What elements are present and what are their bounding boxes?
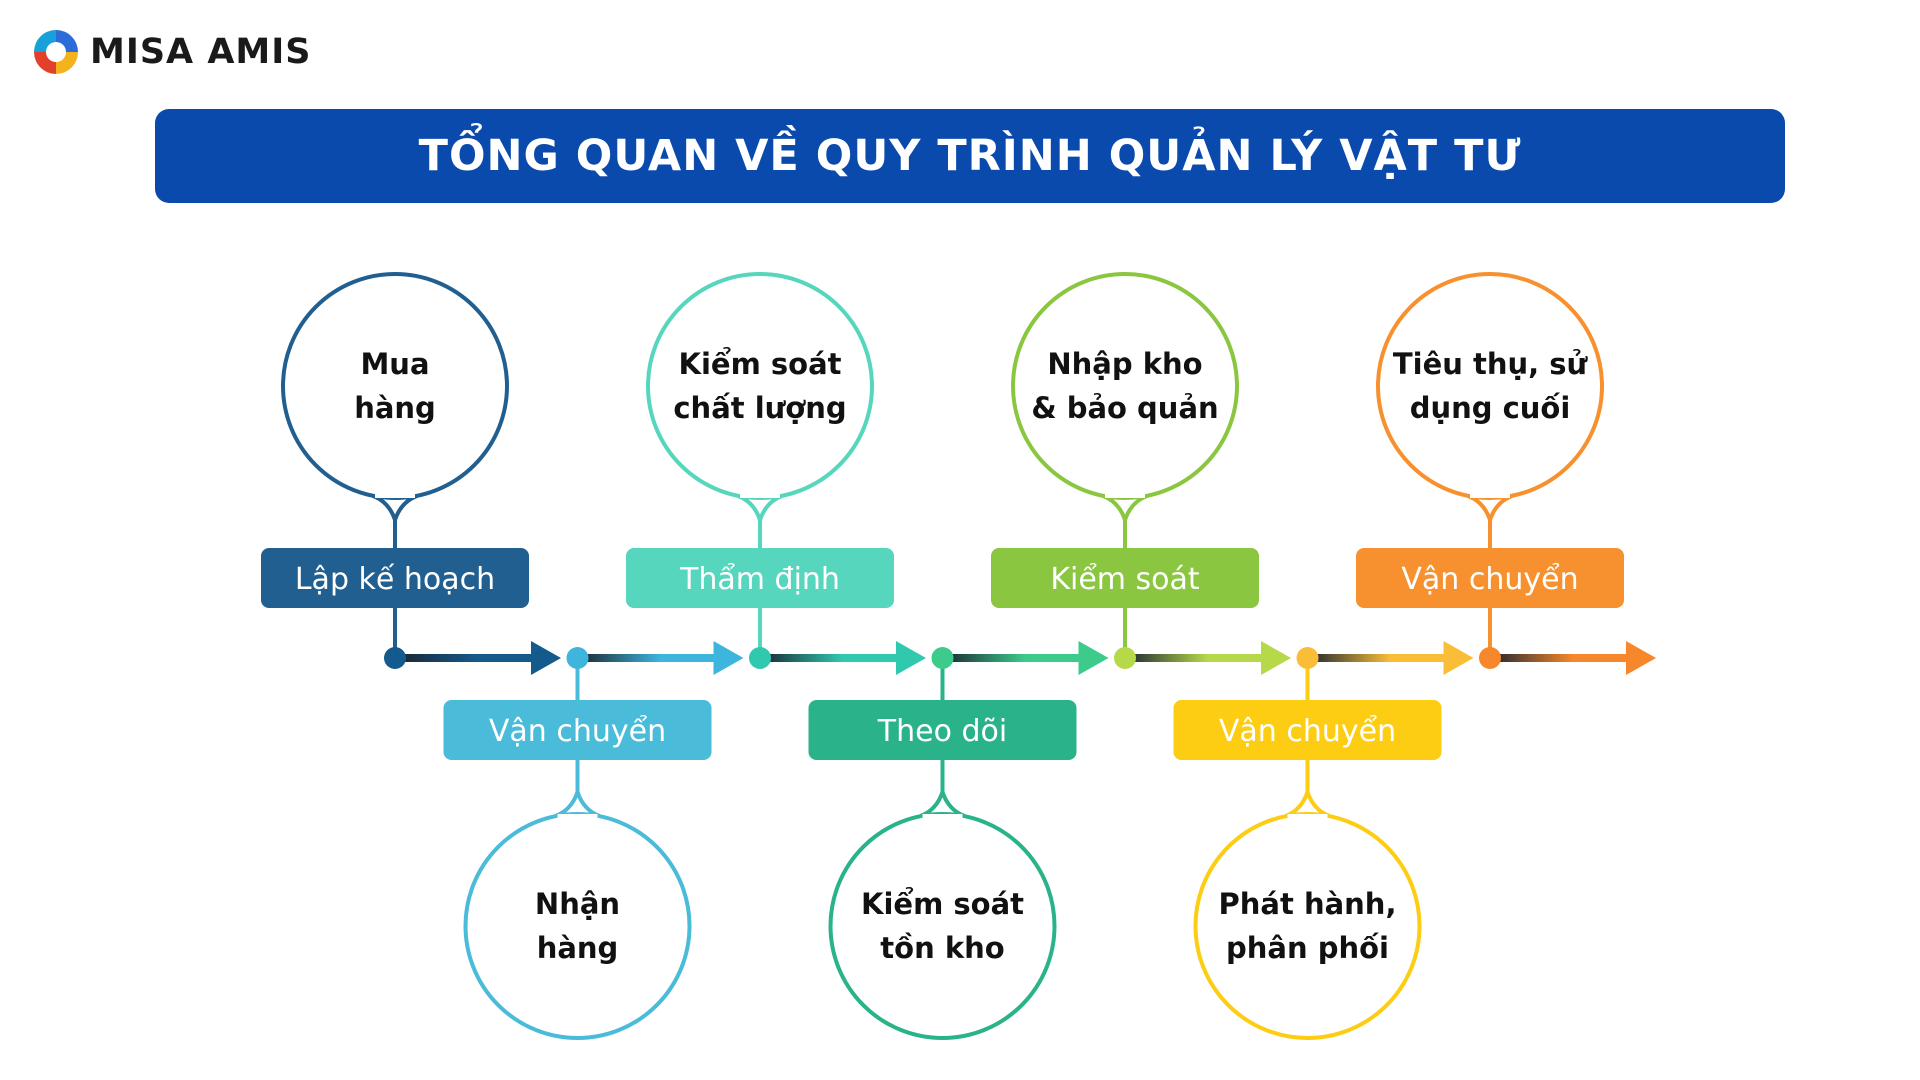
step-circle-2	[463, 812, 692, 1040]
step-circle-label-3-2: chất lượng	[673, 391, 846, 425]
timeline-dot-3	[749, 647, 771, 669]
arrow-shaft-6	[1307, 654, 1446, 662]
bubble-tail-5	[1102, 494, 1148, 522]
step-box-4	[808, 700, 1077, 760]
arrow-head-4	[1078, 641, 1109, 675]
bubble-tail-7	[1467, 494, 1513, 522]
bubble-tail-3	[737, 494, 783, 522]
page-title: TỔNG QUAN VỀ QUY TRÌNH QUẢN LÝ VẬT TƯ	[418, 131, 1522, 181]
misa-logo-icon	[34, 30, 78, 74]
arrow-shaft-5	[1125, 654, 1263, 662]
bubble-join-2	[557, 814, 598, 822]
arrow-shaft-1	[395, 654, 533, 662]
step-box-5	[991, 548, 1259, 608]
timeline-dot-6	[1296, 647, 1319, 669]
bubble-join-4	[922, 814, 963, 822]
bubble-tail-2	[554, 790, 601, 818]
bubble-tail-1	[372, 494, 418, 522]
arrow-head-6	[1443, 641, 1474, 675]
step-box-label-2: Vận chuyển	[489, 713, 666, 749]
arrow-head-7	[1626, 641, 1656, 675]
timeline-dot-5	[1114, 647, 1136, 669]
step-circle-3	[646, 272, 874, 500]
step-box-label-3: Thẩm định	[679, 561, 840, 597]
step-circle-label-1-2: hàng	[354, 391, 436, 425]
timeline-dot-7	[1479, 647, 1501, 669]
timeline-dot-2	[566, 647, 589, 669]
step-circle-label-5-2: & bảo quản	[1031, 391, 1218, 425]
step-circle-label-4-2: tồn kho	[880, 931, 1004, 965]
arrow-shaft-4	[942, 654, 1081, 662]
step-box-6	[1173, 700, 1442, 760]
step-circle-7	[1376, 272, 1604, 500]
step-circle-label-6-2: phân phối	[1226, 931, 1389, 965]
timeline-dots	[384, 647, 1501, 669]
step-circle-label-7-2: dụng cuối	[1410, 391, 1571, 425]
step-circle-label-5-1: Nhập kho	[1047, 347, 1202, 381]
step-circle-5	[1011, 272, 1239, 500]
step-circle-label-1-1: Mua	[360, 347, 429, 381]
step-box-label-4: Theo dõi	[877, 714, 1007, 749]
arrow-head-5	[1261, 641, 1291, 675]
step-box-label-6: Vận chuyển	[1219, 713, 1396, 749]
step-box-7	[1356, 548, 1624, 608]
bubble-join-3	[740, 490, 780, 498]
title-banner: TỔNG QUAN VỀ QUY TRÌNH QUẢN LÝ VẬT TƯ	[155, 109, 1785, 203]
bubble-join-5	[1105, 490, 1145, 498]
step-circle-label-7-1: Tiêu thụ, sử	[1393, 347, 1589, 381]
step-box-1	[261, 548, 529, 608]
timeline-dot-1	[384, 647, 406, 669]
step-circle-label-2-2: hàng	[537, 931, 619, 965]
step-box-2	[443, 700, 712, 760]
step-box-label-7: Vận chuyển	[1401, 561, 1578, 597]
arrow-head-3	[896, 641, 926, 675]
step-box-3	[626, 548, 894, 608]
bubble-tail-6	[1284, 790, 1331, 818]
timeline-dot-4	[931, 647, 954, 669]
brand-logo: MISA AMIS	[30, 26, 311, 78]
arrow-head-1	[531, 641, 561, 675]
bubble-join-6	[1287, 814, 1328, 822]
arrow-shaft-3	[760, 654, 898, 662]
arrow-shaft-2	[577, 654, 716, 662]
step-circle-1	[281, 272, 509, 500]
bubble-join-1	[375, 490, 415, 498]
brand-name: MISA AMIS	[90, 32, 312, 72]
step-circle-6	[1193, 812, 1422, 1040]
bubble-join-7	[1470, 490, 1510, 498]
step-box-label-5: Kiểm soát	[1050, 561, 1200, 597]
arrow-shaft-7	[1490, 654, 1628, 662]
step-circle-label-6-1: Phát hành,	[1219, 887, 1397, 921]
step-circle-label-2-1: Nhận	[535, 887, 620, 921]
step-circle-label-3-1: Kiểm soát	[678, 347, 841, 381]
timeline-arrows	[395, 641, 1656, 675]
step-circle-label-4-1: Kiểm soát	[861, 887, 1024, 921]
bubble-tail-4	[919, 790, 966, 818]
arrow-head-2	[713, 641, 744, 675]
step-box-label-1: Lập kế hoạch	[295, 562, 495, 597]
step-circle-4	[828, 812, 1057, 1040]
